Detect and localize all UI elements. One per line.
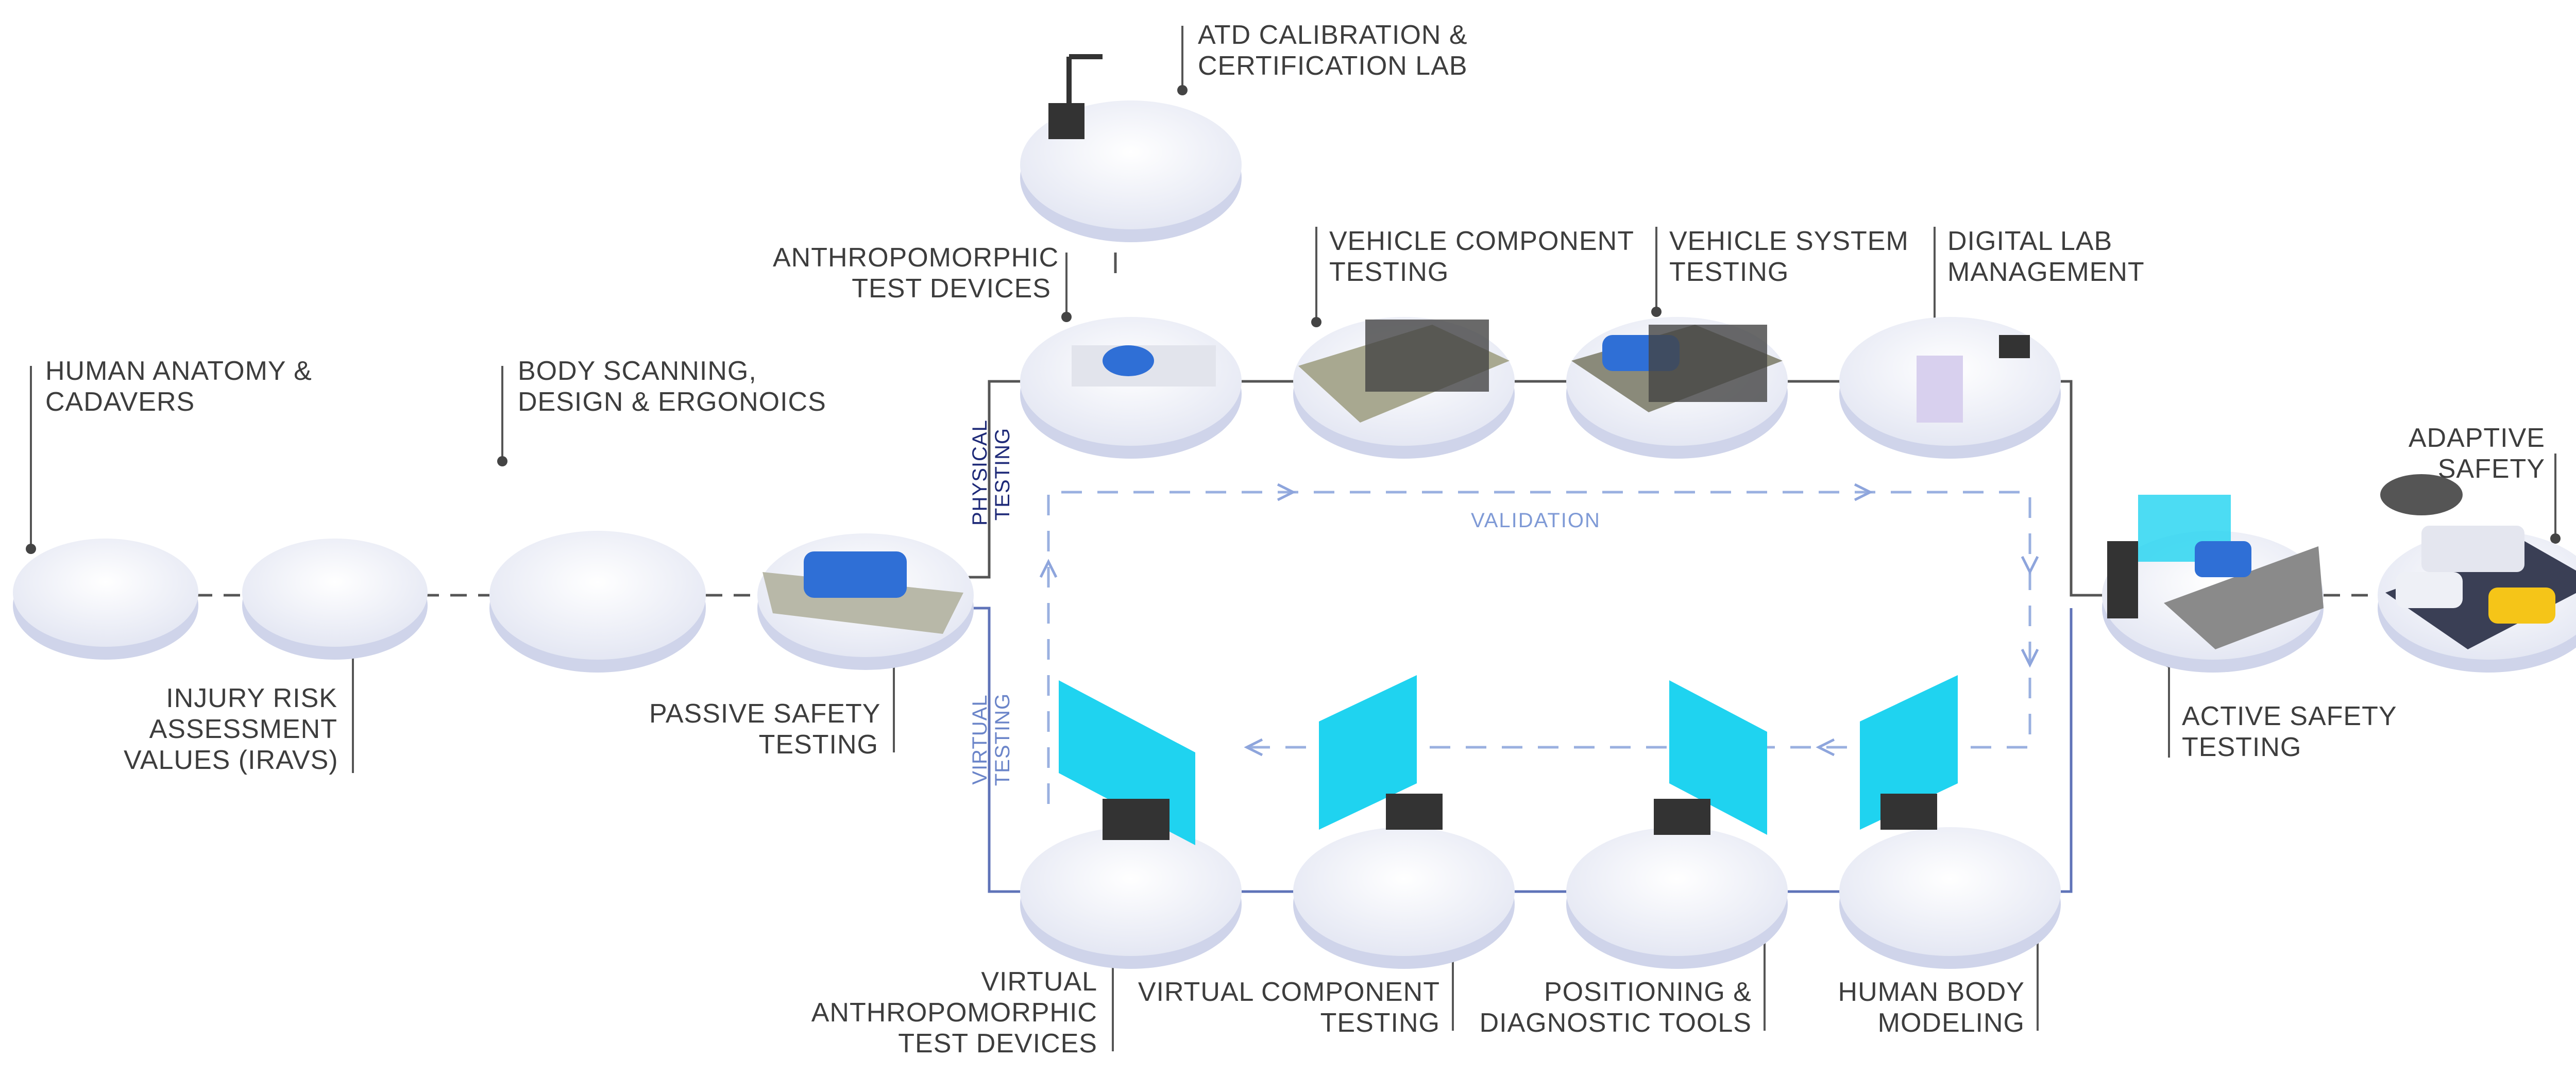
label-atd-calibration: ATD CALIBRATION & CERTIFICATION LAB xyxy=(1198,20,1468,81)
platform-passive-safety xyxy=(757,533,974,670)
label-anthropomorphic: ANTHROPOMORPHIC TEST DEVICES xyxy=(773,243,1059,304)
label-human-anatomy: HUMAN ANATOMY & CADAVERS xyxy=(45,356,312,417)
platform-anthropomorphic xyxy=(1020,317,1242,459)
label-digital-lab: DIGITAL LAB MANAGEMENT xyxy=(1947,226,2145,287)
platform-injury-risk xyxy=(242,539,428,660)
label-vehicle-component: VEHICLE COMPONENT TESTING xyxy=(1329,226,1634,287)
platform-adaptive-safety xyxy=(2378,474,2576,673)
label-validation: VALIDATION xyxy=(1471,509,1601,532)
platforms xyxy=(13,54,2576,969)
label-virtual-component: VIRTUAL COMPONENT TESTING xyxy=(1138,977,1440,1038)
label-vehicle-system: VEHICLE SYSTEM TESTING xyxy=(1669,226,1909,287)
label-passive-safety: PASSIVE SAFETY TESTING xyxy=(649,699,881,760)
platform-human-body-modeling xyxy=(1839,675,2061,969)
label-positioning: POSITIONING & DIAGNOSTIC TOOLS xyxy=(1479,977,1752,1038)
label-active-safety: ACTIVE SAFETY TESTING xyxy=(2182,701,2397,762)
platform-body-scanning xyxy=(489,531,706,673)
validation-loop xyxy=(1047,491,2031,804)
platform-positioning xyxy=(1566,680,1788,969)
platform-virtual-component xyxy=(1293,675,1515,969)
leader-lines xyxy=(30,26,2556,1051)
platform-vehicle-component xyxy=(1293,317,1515,459)
label-injury-risk: INJURY RISK ASSESSMENT VALUES (IRAVS) xyxy=(124,683,338,775)
label-human-body-modeling: HUMAN BODY MODELING xyxy=(1838,977,2025,1038)
platform-vehicle-system xyxy=(1566,317,1788,459)
platform-active-safety xyxy=(2102,495,2324,673)
platform-atd-lab xyxy=(1020,54,1242,242)
label-body-scanning: BODY SCANNING, DESIGN & ERGONOICS xyxy=(518,356,826,417)
label-virtual-anthropomorphic: VIRTUAL ANTHROPOMORPHIC TEST DEVICES xyxy=(811,967,1097,1059)
validation-arrows xyxy=(1039,483,2039,757)
platform-virtual-atd xyxy=(1020,680,1242,969)
label-adaptive-safety: ADAPTIVE SAFETY xyxy=(2408,423,2545,484)
platform-digital-lab xyxy=(1839,317,2061,459)
label-physical-testing: PHYSICAL TESTING xyxy=(969,419,1014,526)
label-virtual-testing: VIRTUAL TESTING xyxy=(969,693,1014,786)
platform-human-anatomy xyxy=(13,539,198,660)
